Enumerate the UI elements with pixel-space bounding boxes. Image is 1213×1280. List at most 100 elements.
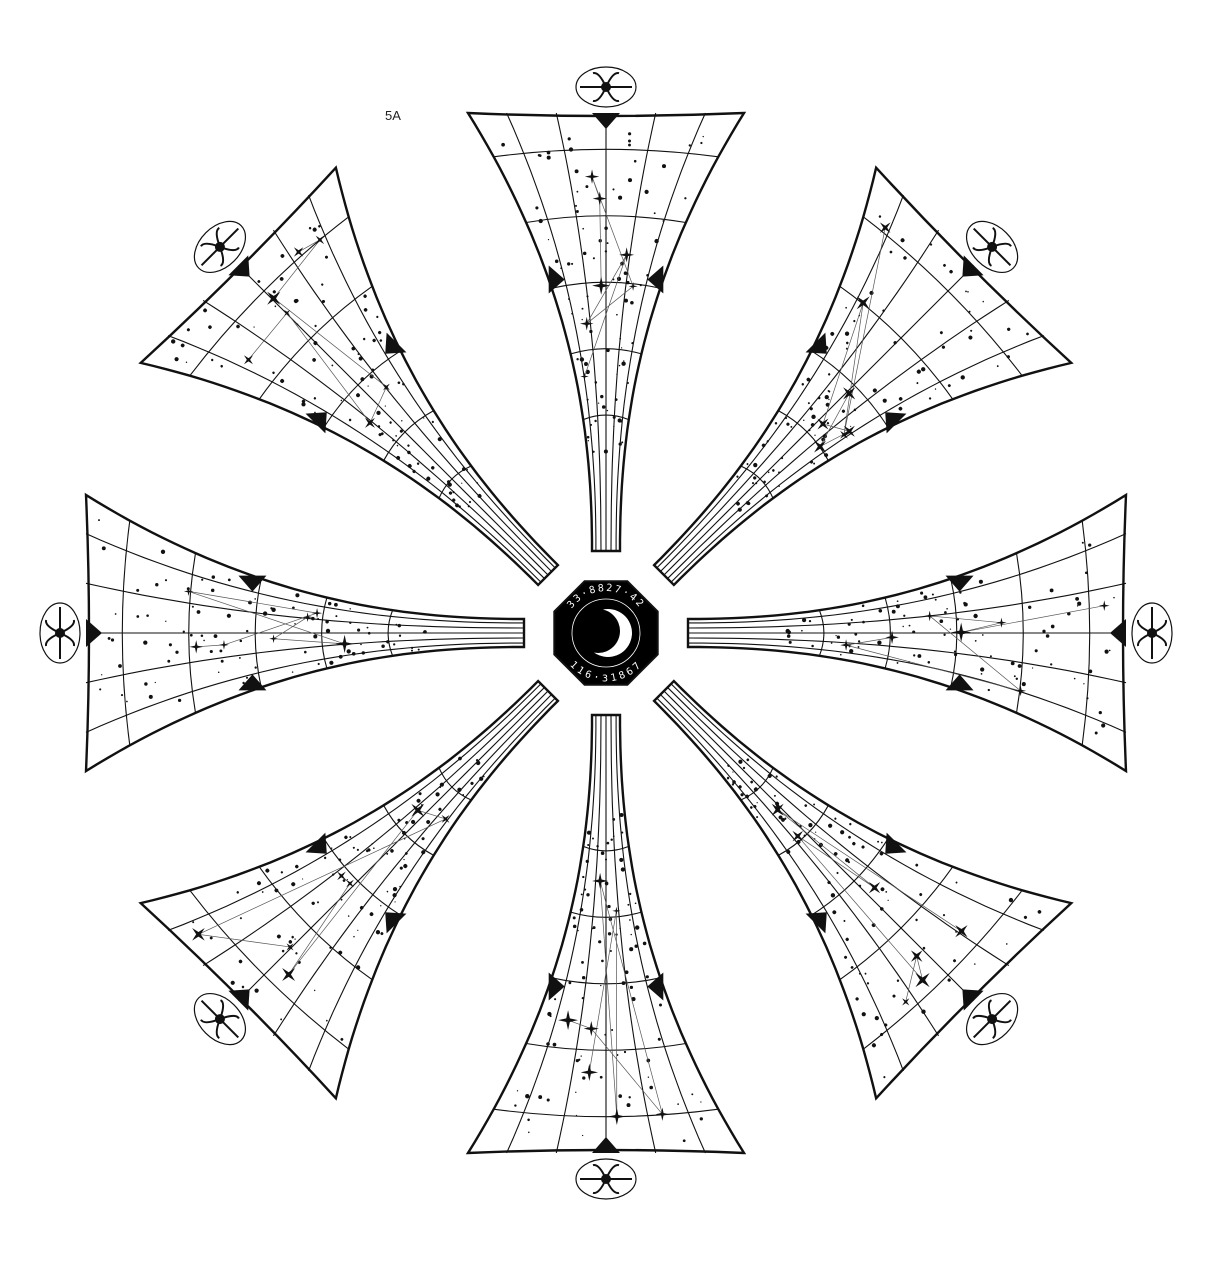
grid-arc [839, 285, 954, 400]
star-dot [348, 418, 352, 422]
sparkle-star-icon [655, 1107, 670, 1121]
grid-arc [740, 465, 774, 499]
star-dot [915, 863, 919, 867]
sparkle-star-icon [580, 372, 589, 381]
star-dot [586, 435, 590, 439]
star-dot [288, 940, 293, 944]
star-dot [347, 915, 350, 917]
star-dot [329, 660, 334, 665]
star-dot [462, 794, 465, 796]
star-dot [889, 250, 893, 254]
star-dot [601, 405, 606, 409]
star-dot [600, 984, 602, 987]
star-dot [854, 632, 858, 636]
star-dot [338, 654, 343, 659]
star-dot [146, 614, 149, 617]
star-dot [877, 640, 882, 645]
star-dot [813, 803, 816, 806]
sparkle-star-icon [219, 640, 229, 650]
star-dot [241, 985, 245, 989]
star-dot [600, 394, 604, 399]
star-dot [874, 1015, 879, 1021]
star-dot [236, 324, 240, 329]
star-dot [828, 823, 833, 828]
star-dot [175, 650, 179, 654]
star-dot [314, 411, 316, 414]
star-dot [384, 405, 386, 407]
star-dot [883, 1076, 886, 1079]
star-dot [392, 893, 397, 898]
star-dot [189, 633, 193, 637]
star-dot [626, 1103, 631, 1108]
grid-radial [615, 112, 706, 551]
star-dot [318, 225, 321, 228]
star-dot [1031, 667, 1034, 669]
grid-radial [656, 697, 904, 1072]
sparkle-star-icon [302, 612, 313, 622]
star-dot [358, 356, 363, 361]
star-dot [934, 388, 937, 390]
star-dot [612, 188, 615, 191]
star-dot [599, 1075, 603, 1079]
star-dot [332, 873, 335, 876]
star-dot [239, 917, 242, 920]
star-dot [1049, 588, 1054, 593]
star-dot [827, 390, 830, 392]
star-dot [411, 819, 416, 825]
grid-arc [884, 597, 891, 669]
star-dot [629, 947, 634, 952]
star-dot [836, 635, 841, 639]
rune-marker-icon [305, 832, 327, 854]
star-dot [407, 463, 412, 468]
star-dot [351, 346, 356, 351]
star-dot [740, 793, 744, 797]
star-dot [853, 319, 856, 323]
star-dot [928, 397, 932, 400]
star-dot [982, 300, 984, 303]
star-dot [731, 783, 735, 786]
star-dot [607, 904, 611, 909]
star-dot [880, 907, 884, 911]
star-dot [596, 845, 599, 848]
sparkle-star-icon [1015, 685, 1027, 697]
star-dot [351, 651, 356, 656]
star-dot [554, 998, 557, 1001]
star-dot [921, 1009, 926, 1014]
star-dot [606, 242, 609, 245]
star-dot [1050, 624, 1055, 629]
star-dot [392, 439, 395, 442]
star-dot [616, 373, 618, 375]
star-dot [828, 398, 830, 401]
star-dot [623, 1050, 627, 1054]
star-dot [645, 975, 649, 979]
star-dot [574, 169, 579, 174]
star-dot [1034, 649, 1038, 653]
star-dot [1094, 731, 1098, 735]
star-dot [661, 164, 667, 169]
star-dot [778, 485, 780, 487]
star-dot [892, 994, 896, 998]
star-dot [376, 410, 381, 416]
star-dot [746, 463, 749, 466]
star-dot [393, 643, 396, 646]
star-dot [628, 139, 631, 143]
star-dot [592, 837, 594, 840]
star-dot [960, 375, 965, 380]
star-dot [973, 613, 978, 619]
star-dot [786, 849, 791, 854]
star-dot [604, 226, 608, 230]
star-dot [763, 480, 766, 484]
star-dot [203, 639, 205, 642]
star-dot [325, 620, 329, 624]
star-dot [386, 852, 389, 855]
star-dot [920, 591, 924, 595]
star-dot [321, 299, 326, 304]
star-dot [921, 367, 926, 372]
sparkle-star-icon [558, 1010, 579, 1031]
sparkle-star-icon [902, 998, 910, 1006]
star-dot [882, 398, 887, 403]
star-dot [363, 308, 368, 312]
grid-arc [189, 889, 350, 1050]
rune-marker-icon [945, 575, 974, 592]
